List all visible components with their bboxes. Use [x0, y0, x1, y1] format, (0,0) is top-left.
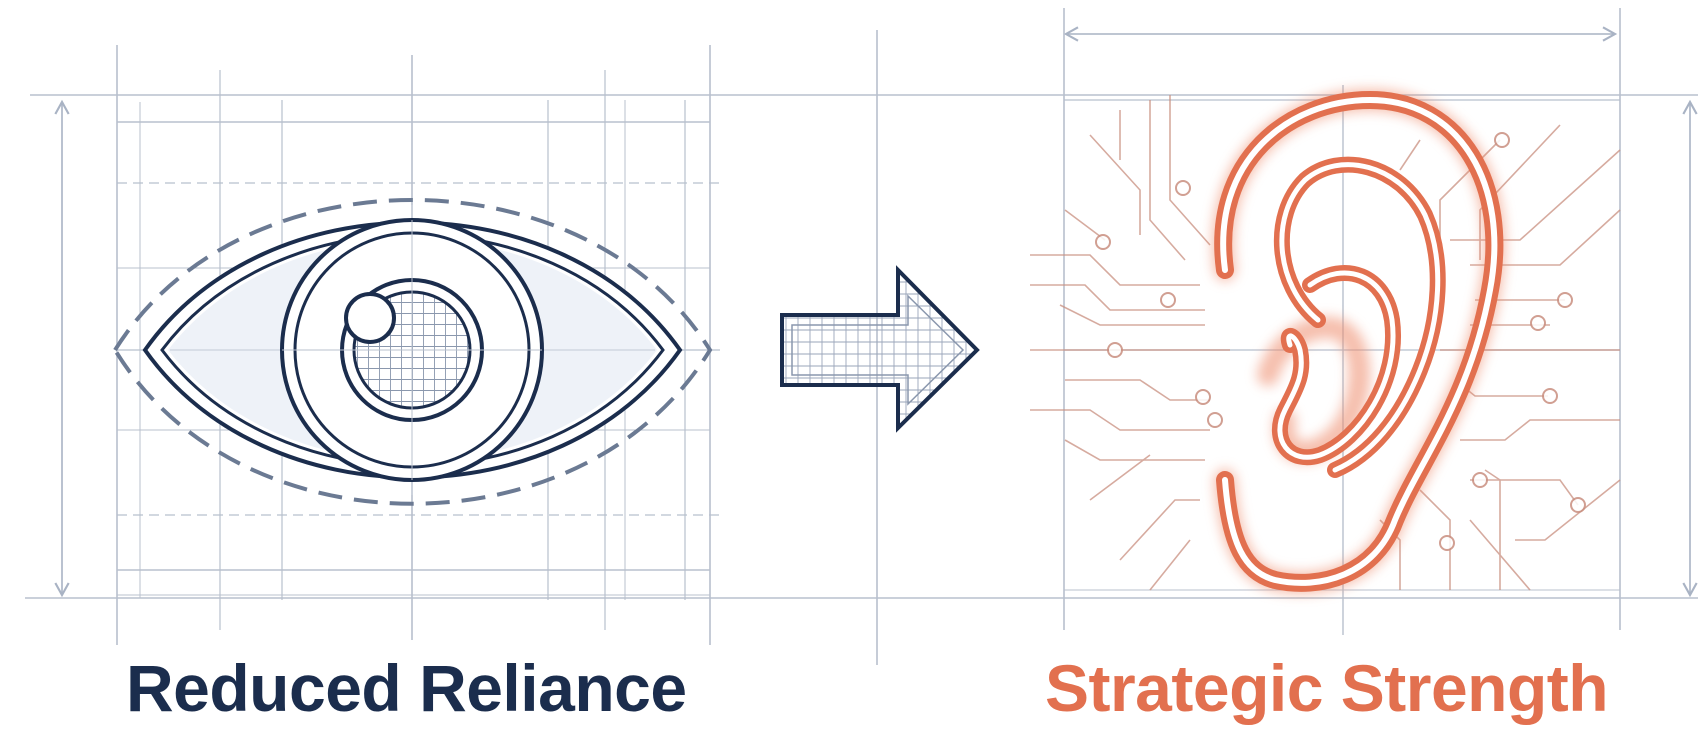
arrow-right-icon [780, 265, 980, 433]
strategic-strength-caption: Strategic Strength [1045, 651, 1609, 725]
circuit-nodes [1095, 132, 1586, 551]
eye-icon [112, 198, 713, 506]
ear-icon [1212, 88, 1506, 594]
circuit-traces [1030, 95, 1621, 591]
reduced-reliance-caption: Reduced Reliance [126, 651, 687, 725]
